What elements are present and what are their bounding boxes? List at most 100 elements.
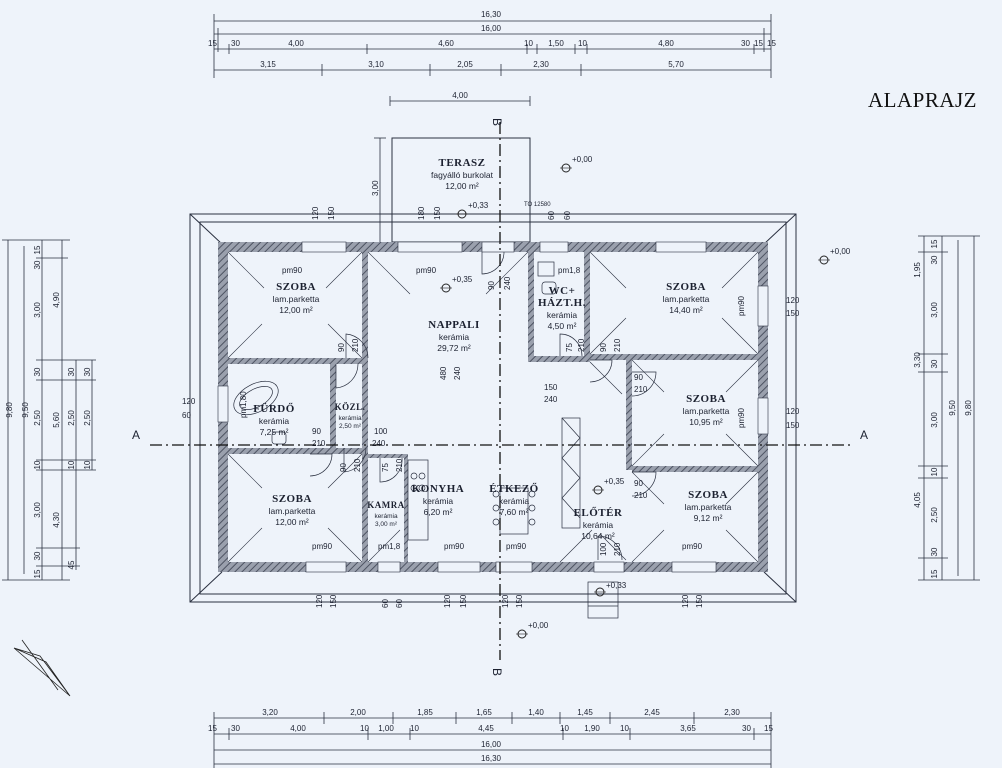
dim-label: 30 (231, 724, 240, 733)
svg-text:SZOBA: SZOBA (686, 393, 726, 405)
annotation: 60 (547, 211, 556, 220)
annotation: 210 (634, 491, 648, 500)
dim-label: 4,05 (913, 492, 922, 508)
dim-label: 1,85 (417, 708, 433, 717)
dim-label: 30 (742, 724, 751, 733)
dim-label: 5,60 (52, 412, 61, 428)
dim-label: 3,20 (262, 708, 278, 717)
svg-text:lam.parketta: lam.parketta (663, 294, 710, 304)
dim-label: 30 (741, 39, 750, 48)
annotation: pm1,80 (239, 391, 248, 418)
svg-text:+0,00: +0,00 (830, 247, 851, 256)
svg-text:+0,33: +0,33 (468, 201, 489, 210)
level-markers: +0,00 +0,33 +0,35 +0,00 +0,35 +0,33 +0,0… (440, 155, 851, 639)
svg-text:kerámia: kerámia (583, 520, 614, 530)
dim-label: 1,65 (476, 708, 492, 717)
svg-text:3,00 m²: 3,00 m² (375, 521, 398, 528)
annotation: 3,00 (371, 180, 380, 196)
annotation: 180 (417, 206, 426, 220)
dim-label: 10 (578, 39, 587, 48)
plan-annotations: pm90 pm90 pm1,8 pm90 pm90 pm1,80 pm90 pm… (182, 180, 800, 608)
room-kamra: KAMRA kerámia 3,00 m² (367, 500, 404, 528)
annotation: pm90 (444, 542, 465, 551)
dim-label: 2,05 (457, 60, 473, 69)
annotation: pm90 (416, 266, 437, 275)
dim-label: 2,30 (724, 708, 740, 717)
svg-text:12,00 m²: 12,00 m² (445, 181, 479, 191)
dim-label: 45 (67, 560, 76, 569)
annotation: 100 (599, 542, 608, 556)
annotation: pm90 (737, 295, 746, 316)
svg-text:7,25 m²: 7,25 m² (260, 427, 289, 437)
svg-text:lam.parketta: lam.parketta (269, 506, 316, 516)
roof-outline (189, 213, 797, 603)
dim-label: 30 (930, 255, 939, 264)
svg-text:SZOBA: SZOBA (272, 493, 312, 505)
annotation: pm90 (682, 542, 703, 551)
annotation: 90 (312, 427, 321, 436)
dim-label: 3,00 (33, 502, 42, 518)
dim-label: 3,00 (930, 302, 939, 318)
level-marker: +0,33 (456, 201, 489, 219)
bottom-dimensions (213, 712, 772, 768)
right-dimensions (918, 235, 980, 581)
dim-left-outer: 9,80 (5, 402, 14, 418)
dim-label: 10 (620, 724, 629, 733)
svg-text:2,50 m²: 2,50 m² (339, 423, 362, 430)
dim-terrace-width: 4,00 (452, 91, 468, 100)
annotation: 90 (634, 479, 643, 488)
room-szoba-4: SZOBA lam.parketta 12,00 m² (269, 493, 316, 527)
dim-label: 4,00 (288, 39, 304, 48)
level-marker: +0,00 (560, 155, 593, 173)
dim-label: 15 (754, 39, 763, 48)
annotation: 100 (374, 427, 388, 436)
annotation: 210 (312, 439, 326, 448)
svg-text:HÁZT.H.: HÁZT.H. (538, 297, 586, 309)
svg-text:kerámia: kerámia (423, 496, 454, 506)
room-kozl: KÖZL. kerámia 2,50 m² (335, 402, 366, 430)
annotation: 240 (544, 395, 558, 404)
dim-label: 2,50 (930, 507, 939, 523)
dim-label: 10 (360, 724, 369, 733)
level-marker: +0,35 (592, 477, 625, 495)
svg-text:12,00 m²: 12,00 m² (275, 517, 309, 527)
openings (217, 241, 769, 573)
annotation: 90 (599, 343, 608, 352)
annotation: 480 (439, 366, 448, 380)
dim-label: 5,70 (668, 60, 684, 69)
svg-text:KONYHA: KONYHA (412, 483, 465, 495)
level-marker: +0,00 (516, 621, 549, 639)
dim-top-inner: 16,00 (481, 24, 502, 33)
annotation: 90 (487, 281, 496, 290)
svg-text:NAPPALI: NAPPALI (428, 319, 480, 331)
level-marker: +0,35 (440, 275, 473, 293)
dim-label: 3,10 (368, 60, 384, 69)
dim-right-mid: 9,50 (948, 400, 957, 416)
dim-label: 10 (524, 39, 533, 48)
svg-text:WC+: WC+ (549, 285, 576, 297)
dim-label: 1,90 (584, 724, 600, 733)
annotation: pm90 (737, 407, 746, 428)
dim-label: 15 (33, 569, 42, 578)
annotation: 150 (695, 594, 704, 608)
annotation: 120 (681, 594, 690, 608)
svg-text:kerámia: kerámia (439, 332, 470, 342)
annotation: 120 (786, 296, 800, 305)
dim-label: 4,90 (52, 292, 61, 308)
dim-label: 30 (67, 367, 76, 376)
room-furdo: FÜRDŐ kerámia 7,25 m² (253, 402, 294, 437)
svg-text:12,00 m²: 12,00 m² (279, 305, 313, 315)
dim-bottom-inner: 16,00 (481, 740, 502, 749)
dim-label: 10 (33, 460, 42, 469)
dim-label: 30 (33, 551, 42, 560)
left-dimensions (2, 239, 96, 581)
dim-label: 15 (208, 724, 217, 733)
svg-text:KÖZL.: KÖZL. (335, 402, 366, 412)
dim-label: 10 (410, 724, 419, 733)
annotation: 120 (311, 206, 320, 220)
svg-text:9,12 m²: 9,12 m² (694, 513, 723, 523)
dim-bottom-overall: 16,30 (481, 754, 502, 763)
svg-text:lam.parketta: lam.parketta (683, 406, 730, 416)
annotation: 210 (353, 458, 362, 472)
